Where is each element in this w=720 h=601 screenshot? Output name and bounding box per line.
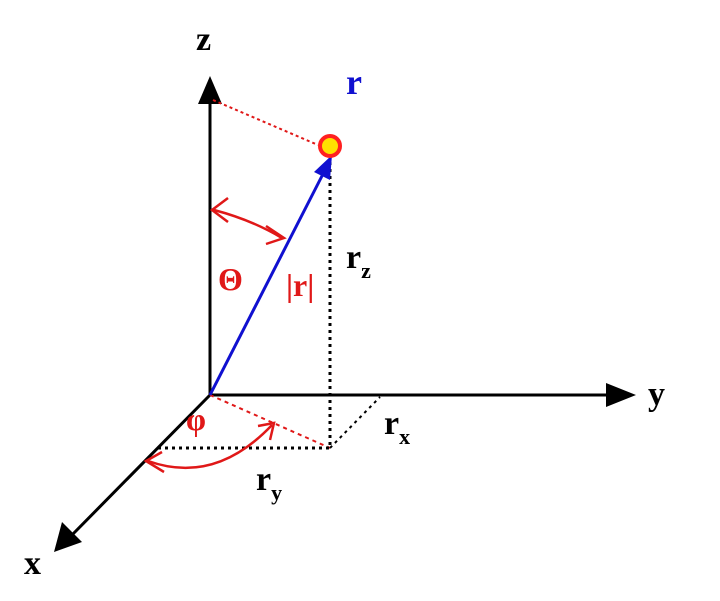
phi-label: φ	[186, 401, 206, 437]
vector-magnitude-label: |r|	[286, 267, 314, 303]
x-axis-label: x	[24, 545, 41, 582]
rx-base: r	[384, 405, 399, 442]
rz-subscript: z	[361, 258, 371, 283]
z-projection-line	[212, 99, 319, 146]
position-vector	[208, 171, 326, 396]
phi-arc	[147, 424, 273, 470]
rx-subscript: x	[399, 424, 410, 449]
rz-base: r	[346, 239, 361, 276]
theta-arrowhead-right	[265, 224, 287, 246]
theta-arrowhead-left	[209, 197, 229, 223]
position-vector-arrowhead	[314, 155, 332, 180]
y-axis-arrowhead	[606, 383, 636, 407]
rx-dotted-line	[329, 396, 381, 449]
theta-arc	[213, 208, 283, 240]
x-axis	[68, 393, 212, 539]
z-axis-label: z	[196, 21, 211, 58]
z-axis-arrowhead	[198, 76, 222, 104]
ry-label: ry	[256, 461, 282, 505]
ry-subscript: y	[271, 480, 282, 505]
vector-label: r	[346, 62, 362, 102]
point-marker	[318, 134, 342, 158]
rx-label: rx	[384, 405, 410, 449]
y-axis-label: y	[648, 376, 665, 413]
x-axis-arrowhead	[54, 522, 82, 552]
xy-projection-line	[209, 394, 331, 449]
ry-base: r	[256, 461, 271, 498]
phi-arrowhead-right	[257, 421, 276, 441]
phi-arrowhead-left	[143, 450, 165, 474]
theta-label: Θ	[218, 261, 243, 297]
rz-label: rz	[346, 239, 371, 283]
